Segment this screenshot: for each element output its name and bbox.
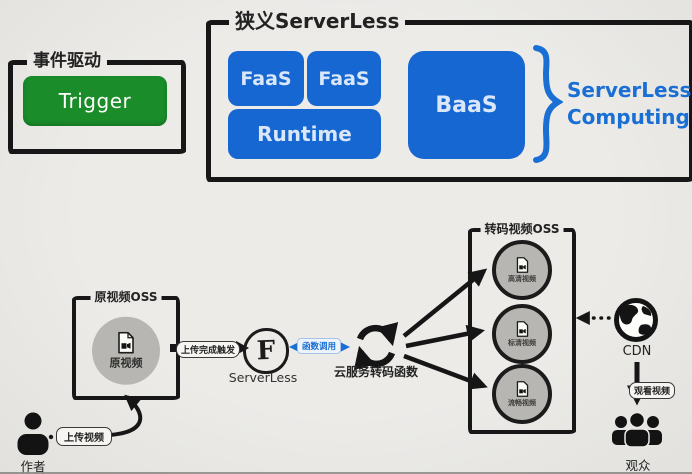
ld-video-label: 流畅视频 [508,398,536,407]
cdn-label: CDN [622,344,652,359]
brace-caption-line2: Computing [567,105,690,129]
person-icon [15,411,51,461]
event-driven-title: 事件驱动 [27,52,107,71]
runtime-box: Runtime [228,109,381,159]
video-file-icon [516,256,528,273]
brace-caption: ServerLess Computing [567,77,691,131]
video-file-icon [118,331,134,354]
globe-icon [613,297,659,347]
ld-video-node: 流畅视频 [492,364,552,424]
event-driven-panel: 事件驱动 Trigger [8,52,186,154]
f-logo-icon: F [242,327,290,375]
output-oss-box: 转码视频OSS 高清视频 标清视频 流畅视频 [468,222,576,434]
people-icon [610,411,664,455]
source-video-node: 原视频 [92,316,160,385]
source-video-label: 原视频 [109,356,143,370]
audience-label: 观众 [625,458,651,473]
hd-video-label: 高清视频 [508,274,536,283]
hd-video-node: 高清视频 [492,240,552,300]
sync-icon [350,320,402,376]
faas-box-1: FaaS [228,51,304,106]
video-file-icon [516,320,528,337]
watch-video-pill: 观看视频 [629,382,676,399]
brace-caption-line1: ServerLess [567,78,692,102]
source-oss-box: 原视频OSS 原视频 [72,290,180,400]
serverless-node-label: ServerLess [228,370,298,385]
upload-video-pill: 上传视频 [56,427,112,446]
sd-video-label: 标清视频 [508,338,536,347]
author-label: 作者 [20,459,46,474]
function-call-pill: 函数调用 [297,338,342,354]
baas-box: BaaS [408,51,525,159]
video-file-icon [516,380,528,397]
video-timeline-strip [0,472,692,474]
faas-box-2: FaaS [307,51,381,106]
transcode-function-label: 云服务转码函数 [333,365,418,379]
output-oss-title: 转码视频OSS [480,222,564,237]
sd-video-node: 标清视频 [492,304,552,364]
narrow-serverless-title: 狭义ServerLess [229,10,406,32]
narrow-serverless-panel: 狭义ServerLess FaaS FaaS Runtime BaaS Serv… [206,10,692,182]
curly-brace-icon [533,45,563,163]
upload-arrow [109,394,143,437]
upload-trigger-pill: 上传完成触发 [176,341,241,358]
trigger-node: Trigger [23,76,167,126]
source-oss-title: 原视频OSS [90,290,162,305]
